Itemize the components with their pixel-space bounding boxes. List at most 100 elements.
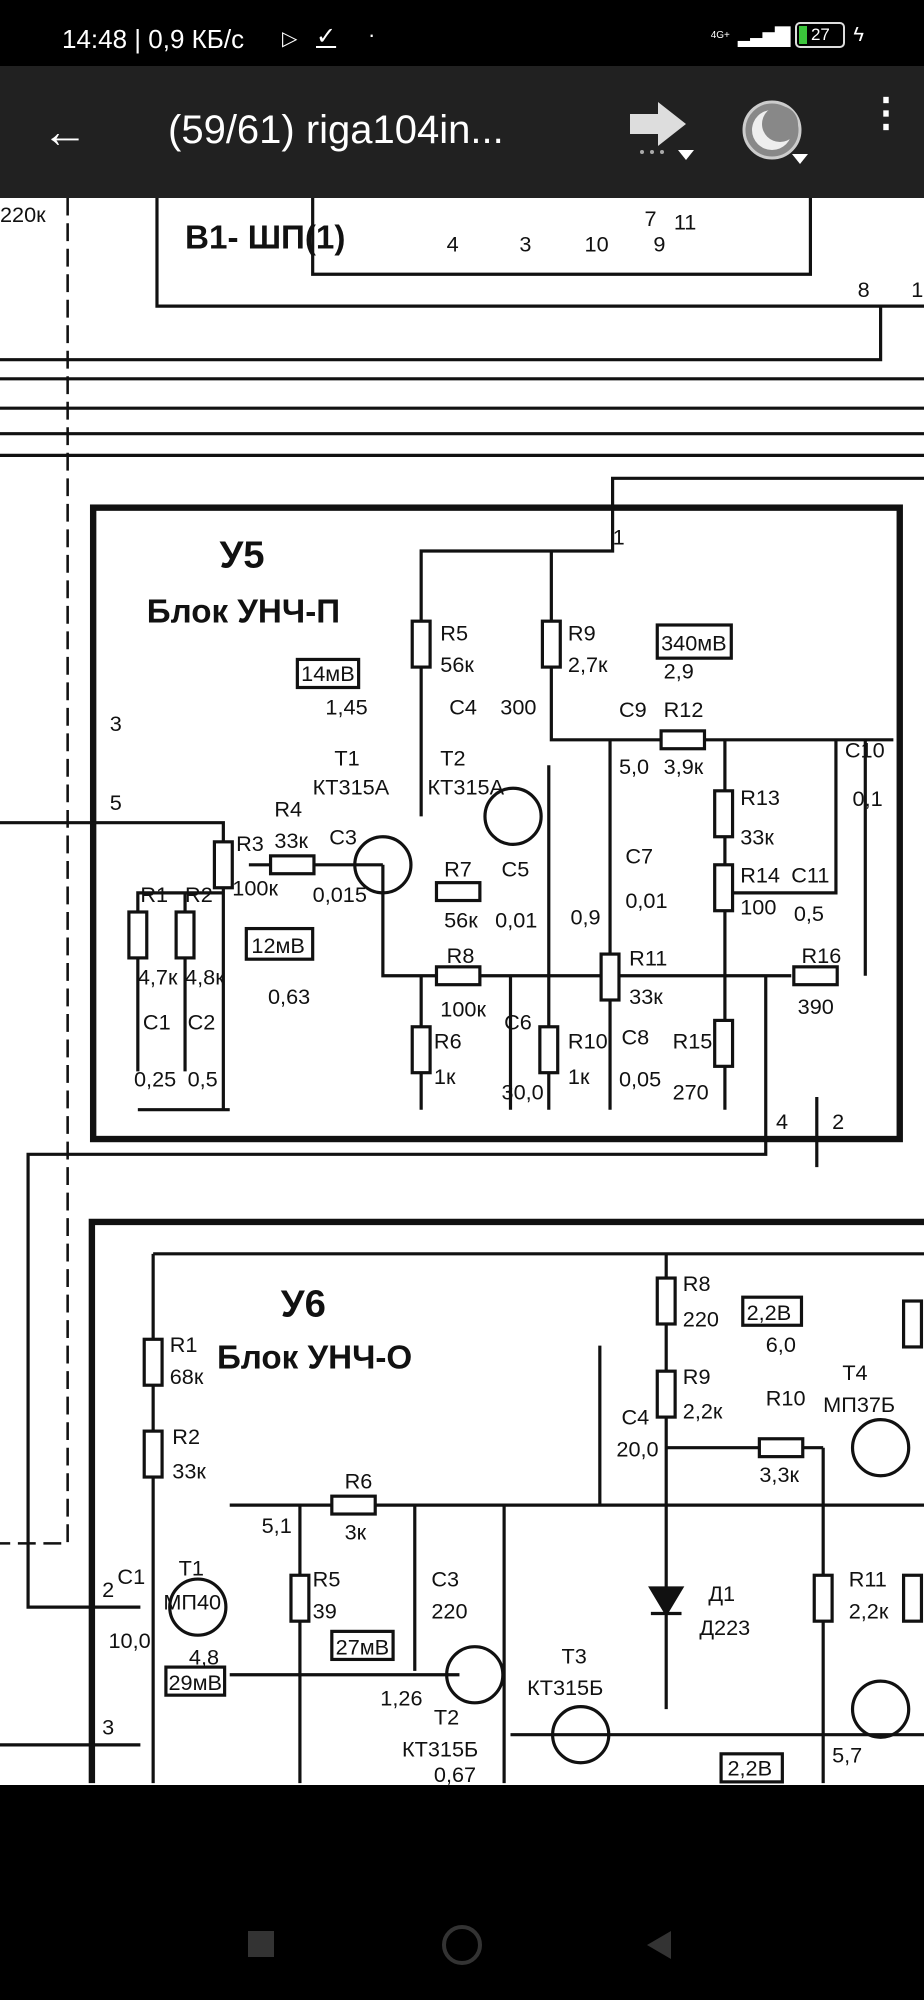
component-label: 10,0 [108,1628,150,1653]
component-label: 3к [345,1520,367,1545]
component-label: R5 [440,620,468,645]
component-label: C4 [449,694,477,719]
document-title: (59/61) riga104in... [168,108,504,152]
recents-button[interactable] [248,1931,274,1957]
component-label: R8 [683,1271,711,1296]
component-label: R2 [185,882,213,907]
component-label: 0,01 [625,888,667,913]
component-label: 0,1 [853,786,883,811]
status-bar: 14:48 | 0,9 КБ/с ▷ ✓ · 4G+ ▂▃▅▇ 27 ϟ [0,0,924,66]
component-label: 20,0 [616,1437,658,1462]
component-label: C4 [622,1405,650,1430]
component-label: R8 [447,943,475,968]
component-label: C7 [625,844,653,869]
component-label: 33к [274,828,308,853]
home-button[interactable] [442,1925,482,1965]
component-label: 1,26 [380,1685,422,1710]
component-label: 5,7 [832,1743,862,1768]
component-label: C2 [188,1009,216,1034]
component-label: 0,9 [570,905,600,930]
component-label: 220 [431,1599,467,1624]
component-label: 1к [434,1064,456,1089]
component-label: 2,9 [664,659,694,684]
back-button[interactable] [645,1929,673,1961]
night-mode-button[interactable] [740,100,812,171]
component-label: 0,5 [188,1067,218,1092]
component-label: R14 [740,863,780,888]
component-label: R9 [568,620,596,645]
component-label: 33к [740,824,774,849]
schematic-label: В1- ШП(1) [185,220,345,257]
back-arrow-icon[interactable]: ← [42,105,88,157]
component-label: R2 [172,1424,200,1449]
component-label: 390 [798,994,834,1019]
component-label: Д1 [708,1581,735,1606]
schematic-label: 1 [911,277,923,302]
component-label: КТ315А [313,775,390,800]
component-label: 2,2к [849,1599,889,1624]
component-label: C1 [117,1564,145,1589]
battery-icon: 27 [795,22,846,48]
component-label: C1 [143,1009,171,1034]
component-label: R16 [801,943,841,968]
component-label: T1 [334,745,359,770]
component-label: 2,7к [568,652,608,677]
component-label: C3 [431,1567,459,1592]
component-label: 27мВ [336,1634,389,1659]
component-label: C6 [504,1009,532,1034]
navigation-bar [0,1785,924,2000]
schematic-label: 3 [519,231,531,256]
component-label: 12мВ [251,933,304,958]
component-label: 3 [102,1715,114,1740]
component-label: 100к [440,997,486,1022]
component-label: 4,8к [185,965,225,990]
component-label: 2,2В [747,1300,792,1325]
component-label: 5 [110,790,122,815]
component-label: 1,45 [325,694,367,719]
component-label: R5 [313,1567,341,1592]
component-label: 14мВ [301,661,354,686]
page-turn-mode-button[interactable] [628,100,700,167]
component-label: 270 [673,1079,709,1104]
component-label: T2 [434,1704,459,1729]
moon-icon [742,100,808,164]
component-label: 100 [740,895,776,920]
component-label: R7 [444,856,472,881]
component-label: 4,8 [189,1645,219,1670]
component-label: 0,63 [268,984,310,1009]
toolbar: ← (59/61) riga104in... ⋮ [0,66,924,198]
more-notifications-icon: · [368,22,376,47]
component-label: 68к [170,1364,204,1389]
schematic-label: 9 [653,231,665,256]
component-label: 3 [110,711,122,736]
component-label: C9 [619,697,647,722]
component-label: R12 [664,697,704,722]
component-label: T1 [179,1555,204,1580]
component-label: 56к [440,652,474,677]
component-label: 5,1 [262,1513,292,1538]
component-label: 0,5 [794,901,824,926]
component-label: Д223 [699,1615,750,1640]
component-label: 0,015 [313,882,367,907]
component-label: C11 [791,863,829,888]
component-label: R3 [236,831,264,856]
component-label: 30,0 [502,1079,544,1104]
component-label: R11 [849,1567,887,1592]
component-label: 4 [776,1109,788,1134]
component-label: 340мВ [661,631,727,656]
component-label: 0,01 [495,907,537,932]
component-label: 0,25 [134,1067,176,1092]
signal-icon: ▂▃▅▇ [737,24,791,47]
more-options-icon[interactable]: ⋮ [866,91,906,135]
component-label: 3,3к [759,1462,799,1487]
component-label: 33к [629,984,663,1009]
component-label: R6 [434,1028,462,1053]
component-label: R1 [140,882,168,907]
schematic-label: 7 [645,206,657,231]
component-label: R11 [629,946,667,971]
component-label: 100к [232,875,278,900]
component-label: R4 [274,796,302,821]
component-label: R15 [673,1028,713,1053]
component-label: КТ315Б [527,1675,603,1700]
